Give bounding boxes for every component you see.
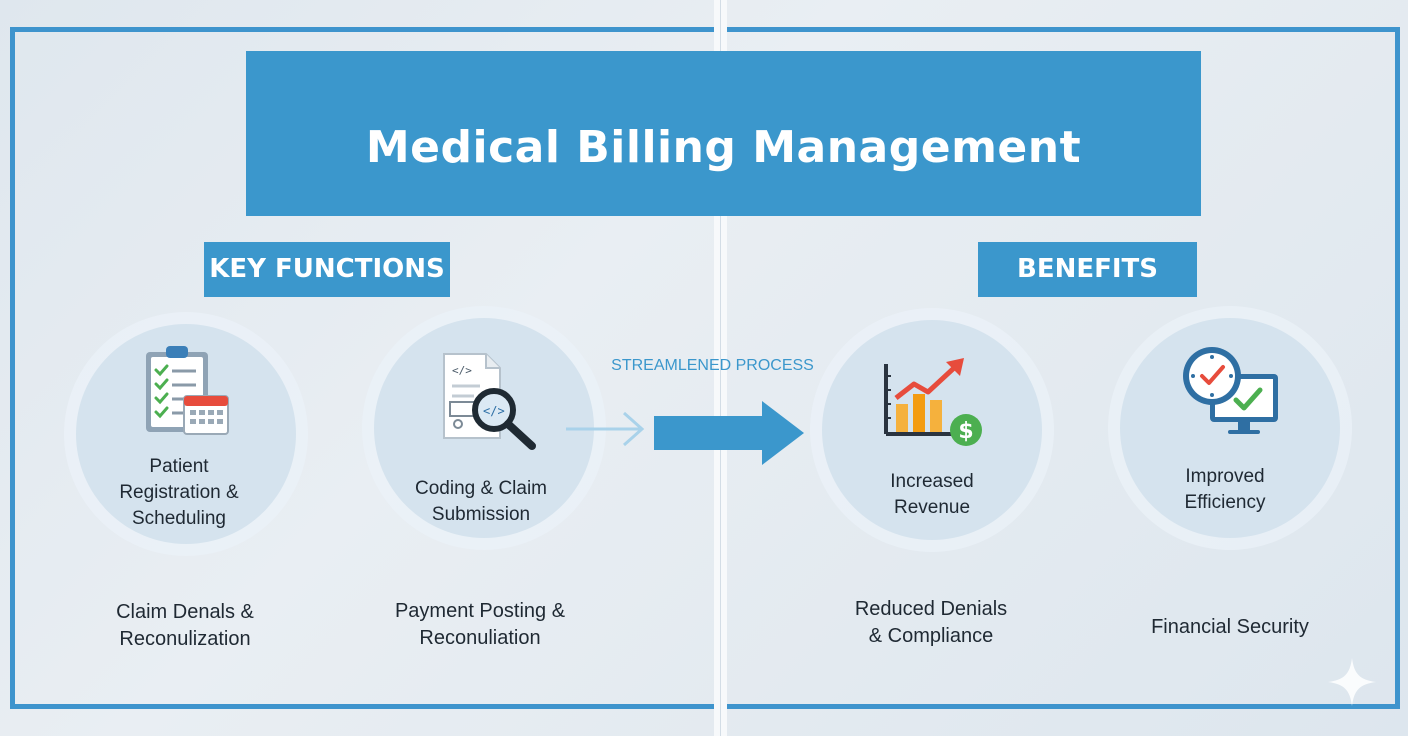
bottom-line: & Compliance xyxy=(868,625,994,647)
bottom-line: Payment Posting & xyxy=(394,600,566,622)
bottom-line: Claim Denals & xyxy=(116,601,254,623)
process-label: STREAMLENED PROCESS xyxy=(611,357,814,374)
bottom-item-payment-posting: Payment Posting & Reconuliation xyxy=(364,598,596,652)
code-document-magnifier-icon: </> </> xyxy=(443,353,536,450)
sparkle-icon xyxy=(1328,658,1376,706)
label-line: Patient xyxy=(149,456,209,477)
title-banner: Medical Billing Management xyxy=(246,51,1201,216)
label-line: Scheduling xyxy=(131,508,227,529)
key-function-label-registration: Patient Registration & Scheduling xyxy=(86,454,272,532)
label-line: Increased xyxy=(890,471,974,492)
key-function-label-coding: Coding & Claim Submission xyxy=(384,476,578,528)
label-line: Coding & Claim xyxy=(415,478,547,499)
bottom-item-reduced-denials: Reduced Denials & Compliance xyxy=(820,596,1042,650)
key-functions-heading: KEY FUNCTIONS xyxy=(204,242,450,297)
clipboard-calendar-icon xyxy=(146,346,229,435)
revenue-chart-icon: $ xyxy=(884,358,982,446)
svg-text:</>: </> xyxy=(483,404,505,418)
clock-monitor-check-icon xyxy=(1183,347,1278,434)
svg-text:$: $ xyxy=(958,419,973,444)
benefits-heading: BENEFITS xyxy=(978,242,1197,297)
process-arrow-icon xyxy=(654,401,804,465)
benefit-label-revenue: Increased Revenue xyxy=(832,469,1032,521)
svg-text:</>: </> xyxy=(452,364,472,377)
bottom-line: Reduced Denials xyxy=(854,598,1008,620)
label-line: Improved xyxy=(1185,466,1265,487)
benefit-label-efficiency: Improved Efficiency xyxy=(1130,464,1320,516)
label-line: Submission xyxy=(431,504,531,525)
bottom-line: Reconulization xyxy=(119,628,251,650)
diagram-frame xyxy=(10,27,1400,709)
label-line: Registration & xyxy=(119,482,239,503)
bottom-line: Financial Security xyxy=(1151,616,1309,638)
page-title: Medical Billing Management xyxy=(365,122,1082,173)
faint-arrow-icon xyxy=(566,411,645,447)
label-line: Efficiency xyxy=(1184,492,1266,513)
bottom-line: Reconuliation xyxy=(419,627,541,649)
label-line: Revenue xyxy=(893,497,971,518)
bottom-item-claim-denials: Claim Denals & Reconulization xyxy=(74,599,296,653)
bottom-item-financial-security: Financial Security xyxy=(1116,614,1344,641)
